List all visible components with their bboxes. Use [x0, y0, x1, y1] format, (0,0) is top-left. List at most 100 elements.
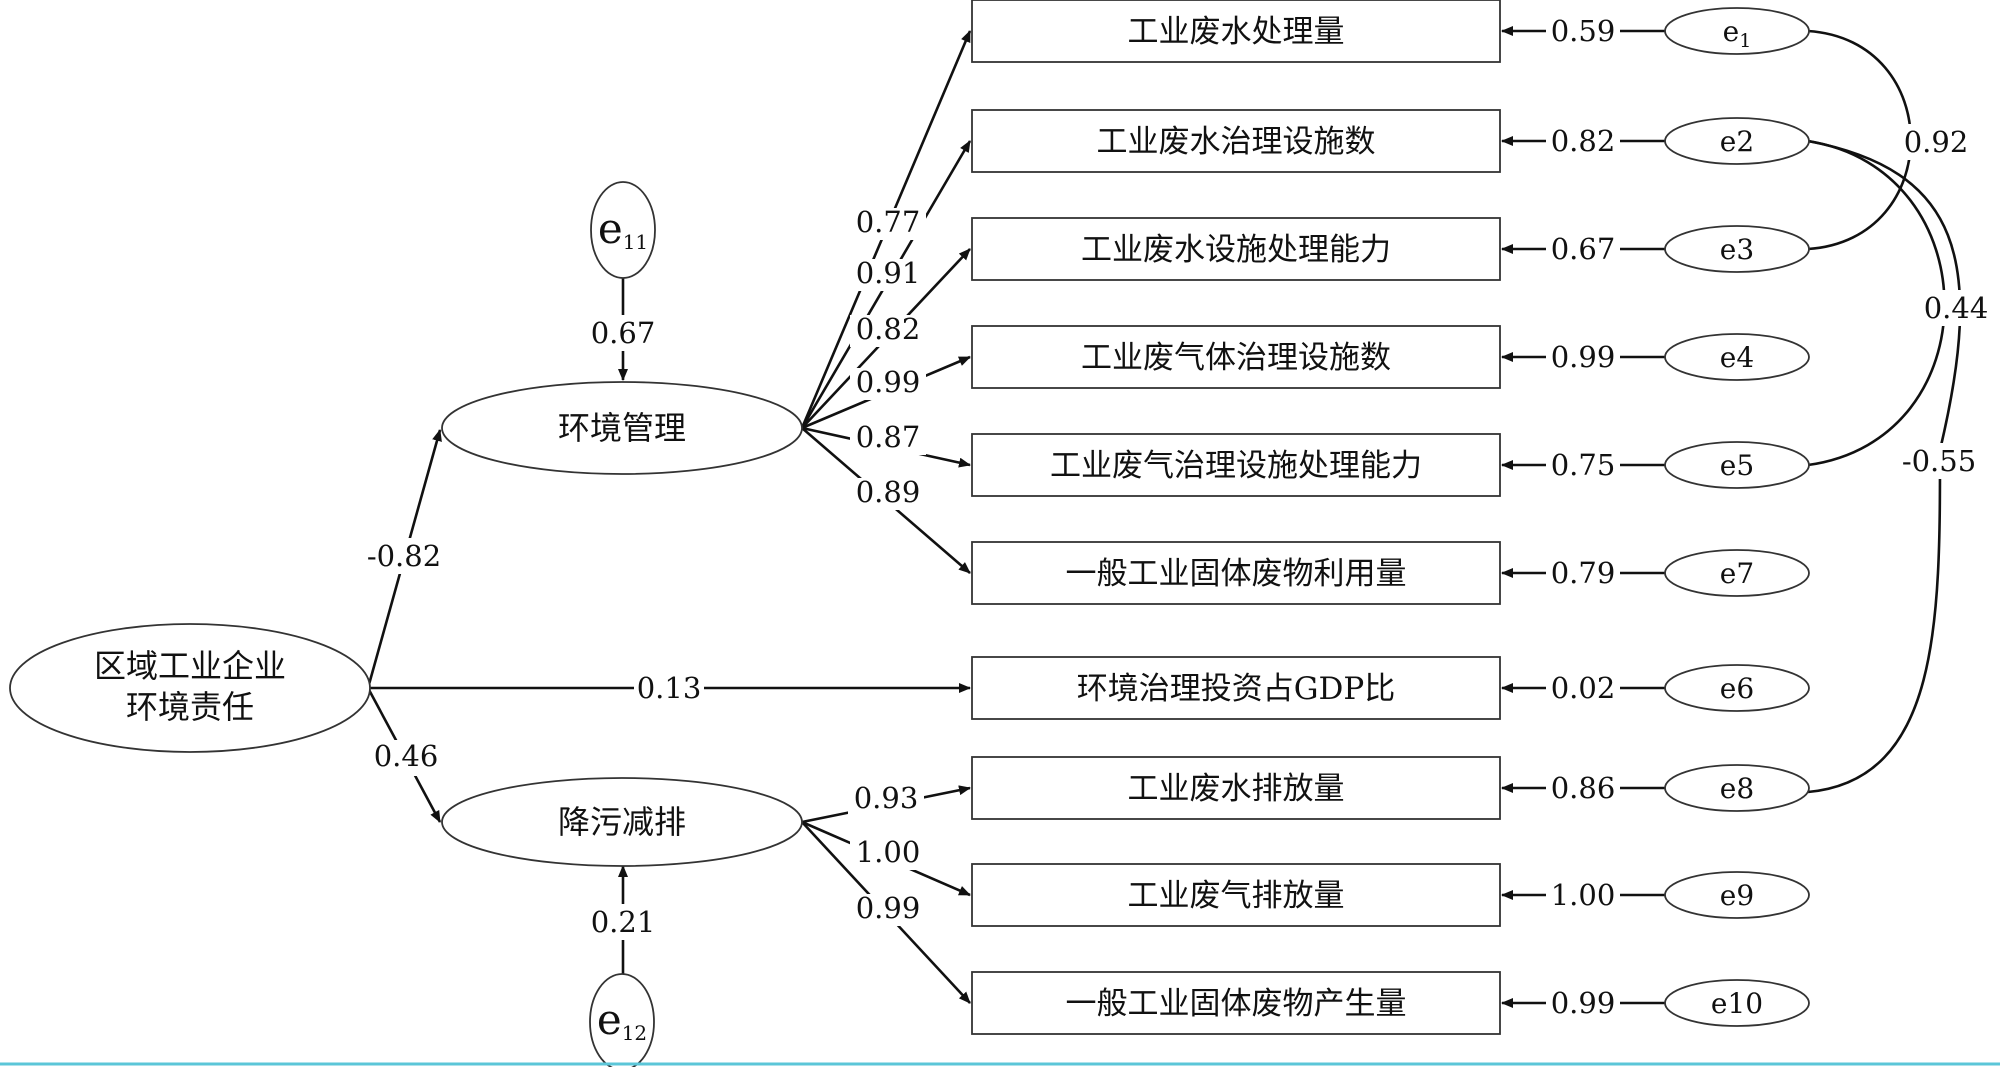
root-latent-line-2: 环境责任 — [126, 688, 254, 726]
error-coef-bg — [1546, 448, 1620, 482]
coef-root-to-reduction: 0.46 — [374, 739, 439, 773]
env-mgmt-latent-node: 环境管理 — [441, 381, 803, 475]
error-coef-label: 0.99 — [1551, 986, 1616, 1020]
indicator-label: 工业废水治理设施数 — [1097, 124, 1376, 160]
error-coef-bg — [1546, 14, 1620, 48]
error-coef-label: 0.79 — [1551, 556, 1616, 590]
error-label: e7 — [1720, 557, 1754, 590]
e12-node: e12 — [589, 973, 655, 1071]
error-arrows — [1501, 26, 1665, 1008]
indicator-box — [971, 109, 1501, 173]
error-label-base: e5 — [1720, 449, 1754, 482]
error-coef-bg — [1546, 671, 1620, 705]
error-label: e4 — [1720, 341, 1754, 374]
error-coef-label: 0.82 — [1551, 124, 1616, 158]
env-mgmt-label: 环境管理 — [558, 409, 686, 447]
indicator-box — [971, 971, 1501, 1035]
loading-coef-label: 0.99 — [856, 365, 921, 399]
error-node — [1664, 549, 1810, 597]
error-node — [1664, 871, 1810, 919]
indicator-label: 一般工业固体废物产生量 — [1066, 986, 1407, 1022]
loading-coef-label: 0.99 — [856, 891, 921, 925]
error-label: e3 — [1720, 233, 1754, 266]
indicator-box — [971, 217, 1501, 281]
error-coef-bg — [1546, 986, 1620, 1020]
root-latent-line-1: 区域工业企业 — [94, 647, 286, 685]
reduction-latent-node: 降污减排 — [441, 777, 803, 867]
indicator-label: 工业废水设施处理能力 — [1081, 232, 1391, 268]
error-coef-label: 0.02 — [1551, 671, 1616, 705]
error-coef-bg — [1546, 878, 1620, 912]
error-coef-bg — [1546, 556, 1620, 590]
indicator-label: 工业废气治理设施处理能力 — [1050, 448, 1422, 484]
loading-coef-label: 0.87 — [856, 420, 921, 454]
loading-coef-label: 1.00 — [856, 835, 921, 869]
indicator-label: 工业废水排放量 — [1128, 771, 1345, 807]
error-node — [1664, 225, 1810, 273]
error-label-base: e — [1723, 15, 1740, 48]
error-node — [1664, 7, 1810, 55]
corr-e1-e3: 0.92 — [1904, 125, 1969, 159]
coef-root-to-investment: 0.13 — [637, 671, 702, 705]
e11-sub: 11 — [623, 230, 648, 254]
error-node — [1664, 664, 1810, 712]
e12-sub: 12 — [622, 1021, 647, 1045]
error-label-base: e8 — [1720, 772, 1754, 805]
error-node — [1664, 764, 1810, 812]
indicator-label: 一般工业固体废物利用量 — [1066, 556, 1407, 592]
error-node — [1664, 441, 1810, 489]
indicator-box — [971, 656, 1501, 720]
error-coef-bg — [1546, 124, 1620, 158]
error-coef-label: 1.00 — [1551, 878, 1616, 912]
root-latent-node: 区域工业企业 环境责任 — [9, 623, 371, 753]
error-label-base: e3 — [1720, 233, 1754, 266]
e12-base: e — [597, 995, 622, 1044]
error-coef-label: 0.99 — [1551, 340, 1616, 374]
error-label: e6 — [1720, 672, 1754, 705]
correlation-e1-e3 — [1807, 29, 1913, 251]
coef-e11: 0.67 — [591, 316, 656, 350]
error-coef-label: 0.59 — [1551, 14, 1616, 48]
indicator-label: 工业废气排放量 — [1128, 878, 1345, 914]
error-label-base: e2 — [1720, 125, 1754, 158]
indicator-box — [971, 325, 1501, 389]
loading-coef-label: 0.77 — [856, 205, 921, 239]
indicator-layer: 工业废水处理量 e1 0.59 工业废水治理设施数 e2 0.82 工业废水设施处理能力 e3… — [971, 0, 1810, 1035]
error-label: e1 — [1723, 15, 1752, 52]
loading-coef-bg — [850, 368, 926, 400]
loading-coef-bg — [850, 423, 926, 455]
svg-text:e12: e12 — [597, 995, 647, 1045]
error-label: e9 — [1720, 879, 1754, 912]
error-label-base: e4 — [1720, 341, 1754, 374]
error-node — [1664, 979, 1810, 1027]
error-label-base: e9 — [1720, 879, 1754, 912]
error-label: e2 — [1720, 125, 1754, 158]
indicator-label: 工业废水处理量 — [1128, 14, 1345, 50]
loading-coef-label: 0.93 — [854, 781, 919, 815]
corr-e2-e8: -0.55 — [1902, 444, 1976, 478]
error-coef-label: 0.75 — [1551, 448, 1616, 482]
indicator-box — [971, 863, 1501, 927]
loading-coef-label: 0.89 — [856, 475, 921, 509]
error-label-base: e6 — [1720, 672, 1754, 705]
indicator-box — [971, 541, 1501, 605]
svg-text:e11: e11 — [598, 204, 648, 254]
error-label: e5 — [1720, 449, 1754, 482]
error-label: e10 — [1711, 987, 1763, 1020]
coef-root-to-env-mgmt: -0.82 — [367, 539, 441, 573]
loading-coef-bg — [850, 838, 926, 870]
error-label-sub: 1 — [1739, 30, 1751, 52]
indicator-box — [971, 433, 1501, 497]
error-label-base: e10 — [1711, 987, 1763, 1020]
loading-coef-bg — [850, 259, 926, 291]
error-coef-label: 0.86 — [1551, 771, 1616, 805]
corr-e2-e5: 0.44 — [1924, 291, 1989, 325]
loading-coef-bg — [848, 784, 924, 816]
error-label: e8 — [1720, 772, 1754, 805]
reduction-label: 降污减排 — [558, 803, 686, 841]
error-label-base: e7 — [1720, 557, 1754, 590]
error-node — [1664, 333, 1810, 381]
loading-coef-bg — [850, 478, 926, 510]
